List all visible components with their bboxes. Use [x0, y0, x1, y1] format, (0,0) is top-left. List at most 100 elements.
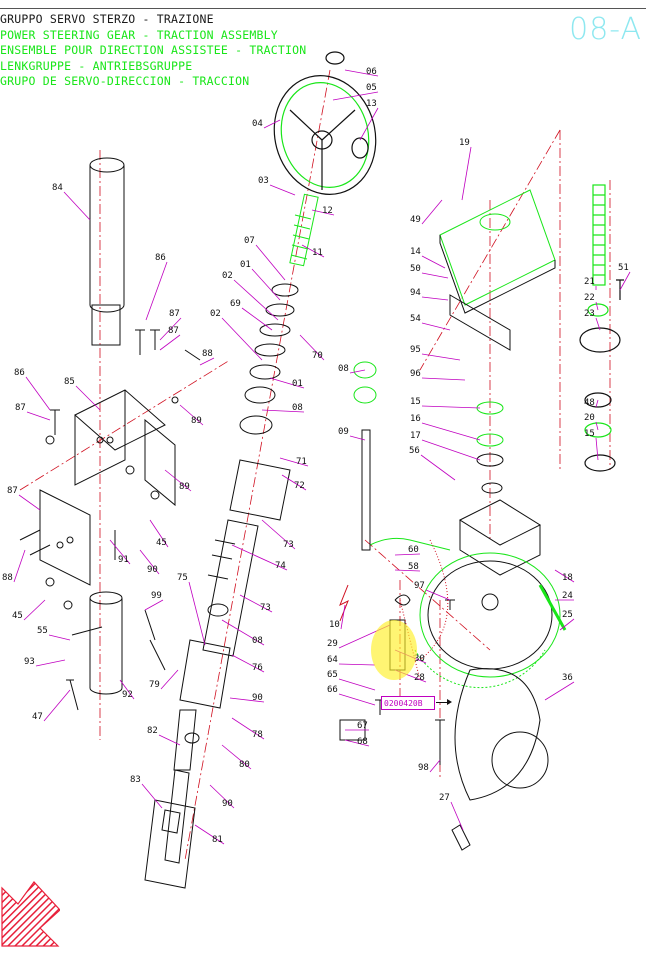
- callout-06: 06: [344, 67, 379, 77]
- callout-78: 78: [231, 717, 265, 740]
- callout-number: 14: [410, 247, 421, 257]
- callout-number: 91: [118, 555, 129, 565]
- leader-line: [421, 199, 443, 225]
- callout-88: 88: [199, 349, 215, 366]
- callout-number: 80: [239, 760, 250, 770]
- leader-line: [229, 697, 265, 703]
- callout-17: 17: [410, 431, 481, 461]
- leader-line: [281, 474, 307, 491]
- callout-number: 55: [37, 626, 48, 636]
- callout-number: 79: [149, 680, 160, 690]
- leader-line: [421, 296, 449, 301]
- callout-55: 55: [37, 626, 71, 641]
- leader-line: [394, 553, 421, 556]
- callout-01: 01: [240, 260, 281, 301]
- callout-number: 30: [414, 654, 425, 664]
- callout-51: 51: [618, 263, 631, 291]
- callout-83: 83: [130, 775, 163, 809]
- callout-87: 87: [15, 403, 51, 421]
- callout-number: 76: [252, 663, 263, 673]
- callout-45: 45: [12, 599, 46, 621]
- leader-line: [75, 385, 101, 411]
- callout-number: 69: [230, 299, 241, 309]
- steering-wheel: [273, 51, 377, 195]
- code-arrow-icon: [436, 699, 452, 705]
- callout-number: 97: [414, 581, 425, 591]
- callout-19: 19: [459, 138, 472, 201]
- callout-04: 04: [252, 119, 281, 129]
- callout-64: 64: [327, 655, 376, 666]
- callout-number: 15: [584, 429, 595, 439]
- leader-line: [263, 119, 281, 129]
- leader-line: [461, 146, 472, 201]
- leader-line: [394, 569, 421, 572]
- callout-number: 15: [410, 397, 421, 407]
- leader-line: [158, 734, 181, 746]
- callout-86: 86: [14, 368, 51, 411]
- callout-number: 54: [410, 314, 421, 324]
- callout-number: 87: [169, 309, 180, 319]
- callout-number: 51: [618, 263, 629, 273]
- callout-number: 70: [312, 351, 323, 361]
- callout-58: 58: [394, 562, 421, 572]
- title-german: LENKGRUPPE - ANTRIEBSGRUPPE: [0, 58, 193, 73]
- leader-line: [231, 717, 265, 740]
- callout-number: 27: [439, 793, 450, 803]
- callout-89: 89: [164, 469, 192, 492]
- title-block: GRUPPO SERVO STERZO - TRAZIONE POWER STE…: [0, 12, 306, 90]
- callout-15: 15: [410, 397, 481, 409]
- callout-number: 22: [584, 293, 595, 303]
- callout-number: 02: [210, 309, 221, 319]
- callout-number: 86: [155, 253, 166, 263]
- leader-line: [149, 519, 169, 548]
- leader-line: [43, 689, 71, 722]
- callout-number: 03: [258, 176, 269, 186]
- leader-line: [18, 494, 41, 511]
- leader-line: [269, 377, 305, 389]
- callout-02: 02: [222, 271, 279, 321]
- callout-49: 49: [410, 199, 443, 225]
- leader-line: [23, 599, 46, 621]
- back-arrow-icon[interactable]: [0, 868, 60, 948]
- callout-12: 12: [311, 206, 335, 216]
- callout-87: 87: [7, 486, 41, 511]
- leader-line: [450, 801, 464, 831]
- leader-line: [221, 744, 252, 770]
- callout-number: 87: [15, 403, 26, 413]
- callout-14: 14: [410, 247, 446, 269]
- callout-47: 47: [32, 689, 71, 722]
- callout-number: 94: [410, 288, 421, 298]
- leader-line: [344, 739, 370, 747]
- callout-number: 47: [32, 712, 43, 722]
- centerlines: [19, 69, 611, 861]
- callout-27: 27: [439, 793, 464, 831]
- leader-line: [109, 539, 131, 565]
- leader-line: [421, 255, 446, 269]
- callout-number: 84: [52, 183, 63, 193]
- callout-number: 20: [584, 413, 595, 423]
- callout-82: 82: [147, 726, 181, 746]
- callout-number: 13: [366, 99, 377, 109]
- callout-number: 86: [14, 368, 25, 378]
- callout-number: 93: [24, 657, 35, 667]
- leader-line: [359, 107, 379, 141]
- callout-number: 29: [327, 639, 338, 649]
- callout-number: 11: [312, 248, 323, 258]
- leader-line: [231, 544, 288, 571]
- callout-98: 98: [418, 759, 441, 773]
- callout-13: 13: [359, 99, 379, 141]
- callout-number: 16: [410, 414, 421, 424]
- part-code-box[interactable]: 0200420B: [381, 696, 435, 710]
- top-rule: [0, 8, 646, 9]
- callout-79: 79: [149, 669, 179, 690]
- callout-number: 90: [147, 565, 158, 575]
- callout-02: 02: [210, 309, 263, 361]
- callout-74: 74: [231, 544, 288, 571]
- callout-50: 50: [410, 264, 449, 279]
- callout-number: 85: [64, 377, 75, 387]
- callout-number: 72: [294, 481, 305, 491]
- callout-number: 78: [252, 730, 263, 740]
- leader-line: [221, 317, 263, 361]
- leader-line: [311, 209, 335, 216]
- callout-71: 71: [279, 457, 309, 467]
